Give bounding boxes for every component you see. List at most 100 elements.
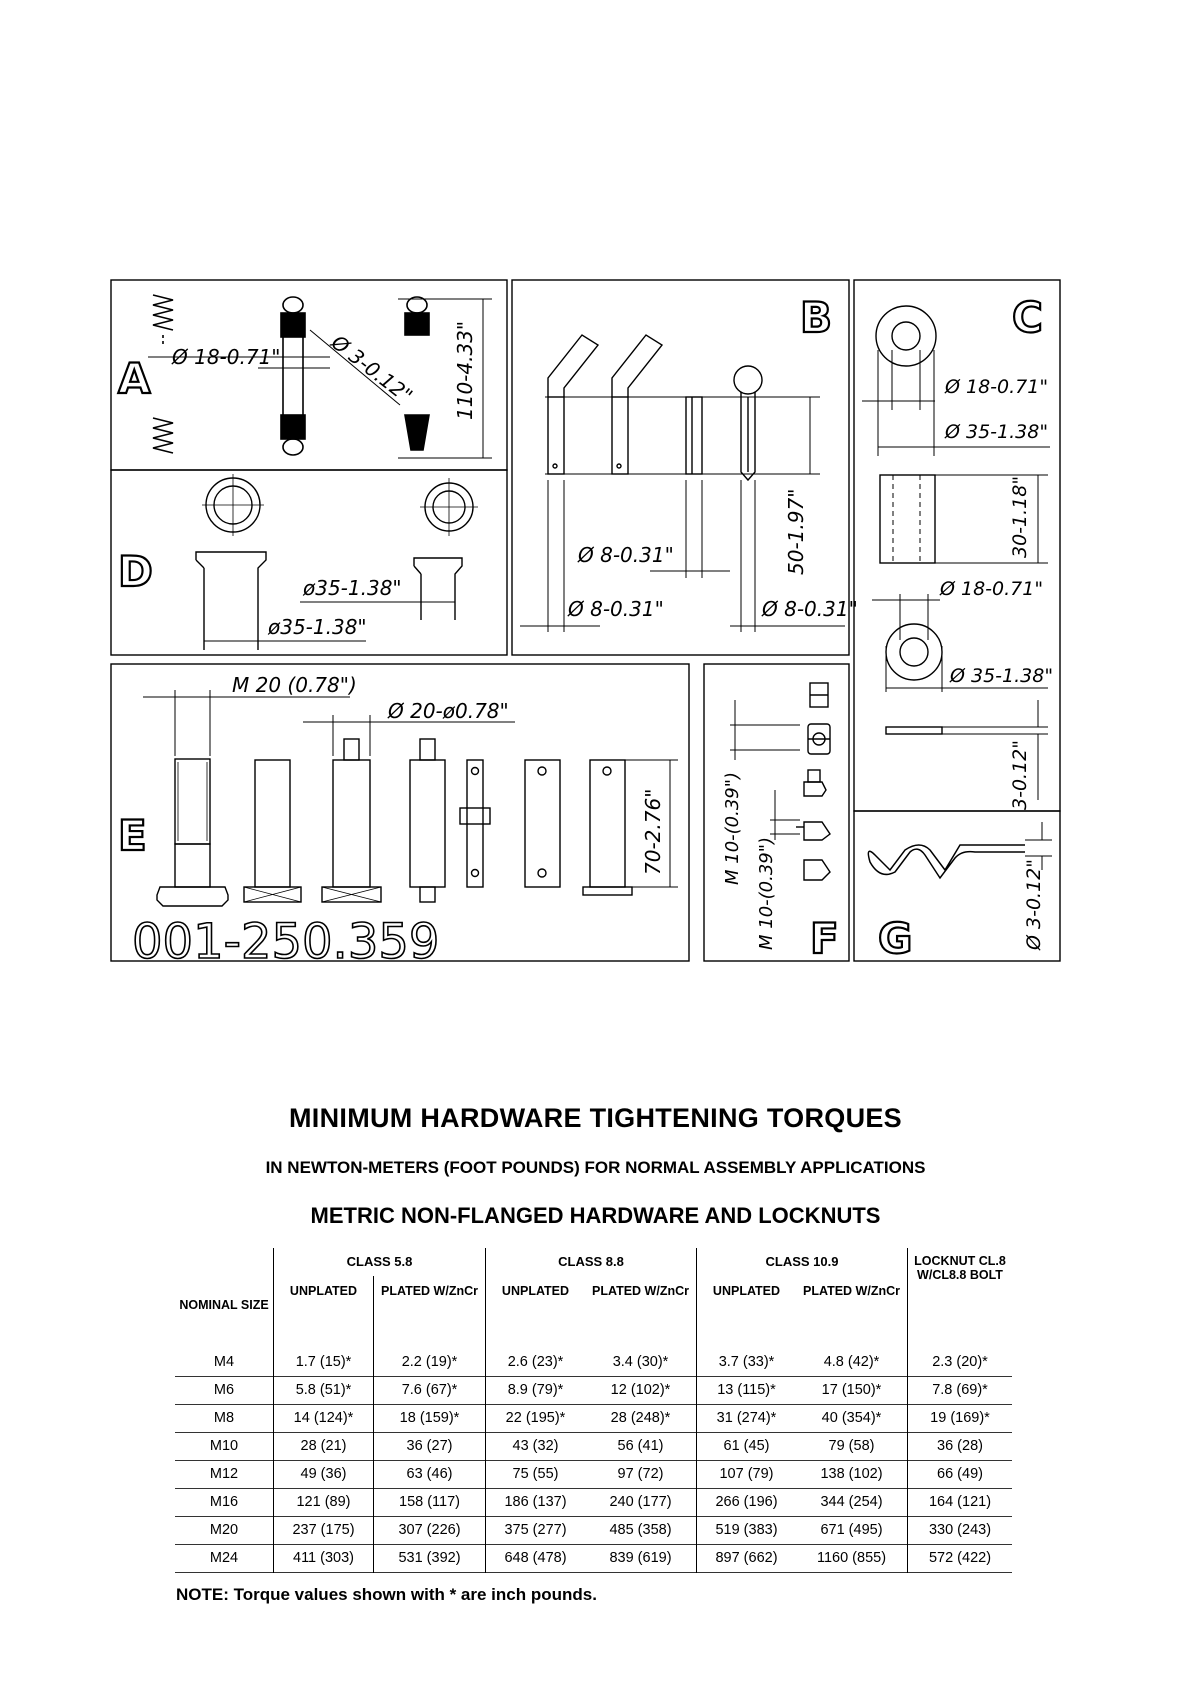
header-unplated-58: UNPLATED [273, 1276, 374, 1348]
torque-cell: 107 (79) [719, 1466, 774, 1482]
dim-d-dia35-a: ø35-1.38" [302, 576, 402, 600]
torque-cell: 14 (124)* [273, 1404, 374, 1432]
dim-b-len50: 50-1.97" [784, 489, 808, 575]
torque-cell: 49 (36) [273, 1460, 374, 1488]
rclip-g [867, 822, 1052, 880]
torque-cell: 56 (41) [585, 1432, 697, 1460]
torque-subtitle-2: METRIC NON-FLANGED HARDWARE AND LOCKNUTS [310, 1203, 881, 1228]
torque-cell: 36 (27) [373, 1432, 486, 1460]
torque-cell: 7.6 (67)* [373, 1376, 486, 1404]
row-size-cell: M20 [175, 1516, 274, 1544]
torque-cell: 648 (478) [504, 1550, 567, 1566]
torque-cell: 3.7 (33)* [718, 1353, 775, 1370]
dim-a-dia18: Ø 18-0.71" [171, 345, 281, 369]
torque-cell: 671 (495) [796, 1516, 908, 1544]
torque-cell: 79 (58) [796, 1432, 908, 1460]
dim-e-dia20: Ø 20-ø0.78" [387, 699, 509, 723]
torque-cell: 63 (46) [373, 1460, 486, 1488]
row-size-cell: M10 [175, 1432, 274, 1460]
header-unplated-88: UNPLATED [501, 1284, 570, 1298]
torque-cell: 519 (383) [715, 1522, 778, 1538]
torque-cell: 19 (169)* [930, 1410, 990, 1426]
dim-e-len70: 70-2.76" [641, 789, 665, 875]
torque-cell: 572 (422) [928, 1550, 992, 1566]
dim-c-dia18-top: Ø 18-0.71" [944, 376, 1048, 398]
torque-cell: 97 (72) [585, 1460, 697, 1488]
torque-cell: 839 (619) [585, 1544, 697, 1572]
torque-cell: 12 (102)* [585, 1376, 697, 1404]
torque-cell: 531 (392) [373, 1544, 486, 1572]
header-plated-58: PLATED W/ZnCr [373, 1276, 486, 1348]
torque-cell: 240 (177) [585, 1488, 697, 1516]
torque-cell: 43 (32) [512, 1438, 559, 1454]
dim-c-len30: 30-1.18" [1009, 476, 1031, 558]
part-number: 001-250.359 [132, 914, 439, 970]
torque-cell: 375 (277) [504, 1522, 567, 1538]
row-size-cell: M16 [175, 1488, 274, 1516]
torque-cell: 1.7 (15)* [273, 1348, 374, 1376]
torque-note: NOTE: Torque values shown with * are inc… [176, 1585, 597, 1604]
torque-title: MINIMUM HARDWARE TIGHTENING TORQUES [289, 1103, 902, 1133]
row-size-cell: M12 [175, 1460, 274, 1488]
row-size-cell: M6 [175, 1376, 274, 1404]
torque-cell: 31 (274)* [716, 1410, 777, 1426]
header-class-58: CLASS 5.8 [273, 1248, 486, 1276]
torque-cell: 186 (137) [504, 1494, 567, 1510]
dim-b-dia8-top: Ø 8-0.31" [577, 543, 674, 567]
torque-cell: 897 (662) [715, 1550, 778, 1566]
panel-d [110, 469, 508, 656]
panel-letter-c: C [1012, 293, 1043, 342]
panel-a [110, 279, 508, 471]
header-nominal-size: NOMINAL SIZE [175, 1248, 274, 1348]
torque-cell: 4.8 (42)* [796, 1348, 908, 1376]
row-size-cell: M8 [175, 1404, 274, 1432]
torque-cell: 344 (254) [796, 1488, 908, 1516]
header-locknut: LOCKNUT CL.8 W/CL8.8 BOLT [914, 1254, 1006, 1282]
panel-letter-e: E [118, 811, 147, 860]
dim-a-len110: 110-4.33" [453, 321, 477, 420]
circlips-d [195, 474, 478, 650]
panel-letter-g: G [878, 914, 912, 963]
torque-cell: 138 (102) [796, 1460, 908, 1488]
torque-cell: 36 (28) [937, 1438, 983, 1454]
dim-g-dia3: Ø 3-0.12" [1023, 859, 1045, 951]
row-size-cell: M4 [175, 1348, 274, 1376]
dim-c-dia35-low: Ø 35-1.38" [949, 665, 1053, 687]
panel-letter-a: A [118, 354, 151, 403]
torque-cell: 158 (117) [373, 1488, 486, 1516]
dim-e-m20: M 20 (0.78") [232, 673, 357, 697]
dim-a-dia3: Ø 3-0.12" [326, 329, 417, 407]
torque-cell: 164 (121) [928, 1494, 992, 1510]
torque-cell: 121 (89) [273, 1488, 374, 1516]
torque-cell: 2.3 (20)* [932, 1353, 988, 1370]
panel-b [511, 279, 850, 656]
header-plated-109: PLATED W/ZnCr [796, 1276, 908, 1348]
torque-cell: 5.8 (51)* [273, 1376, 374, 1404]
torque-cell: 2.2 (19)* [373, 1348, 486, 1376]
torque-cell: 237 (175) [273, 1516, 374, 1544]
dim-c-thick3: 3-0.12" [1009, 740, 1031, 810]
header-class-109: CLASS 10.9 [696, 1248, 908, 1276]
dim-c-dia35-top: Ø 35-1.38" [944, 421, 1048, 443]
torque-cell: 330 (243) [928, 1522, 992, 1538]
dim-b-dia8-left: Ø 8-0.31" [567, 597, 664, 621]
torque-cell: 8.9 (79)* [507, 1382, 564, 1398]
torque-cell: 307 (226) [373, 1516, 486, 1544]
torque-cell: 266 (196) [715, 1494, 778, 1510]
dim-b-dia8-right: Ø 8-0.31" [761, 597, 858, 621]
row-size-cell: M24 [175, 1544, 274, 1572]
torque-cell: 28 (21) [273, 1432, 374, 1460]
dim-f-m10-b: M 10-(0.39") [756, 837, 777, 950]
torque-cell: 1160 (855) [796, 1544, 908, 1572]
header-class-88: CLASS 8.8 [485, 1248, 697, 1276]
torque-cell: 7.8 (69)* [932, 1382, 988, 1398]
nuts-f [730, 682, 831, 881]
torque-cell: 61 (45) [723, 1438, 770, 1454]
